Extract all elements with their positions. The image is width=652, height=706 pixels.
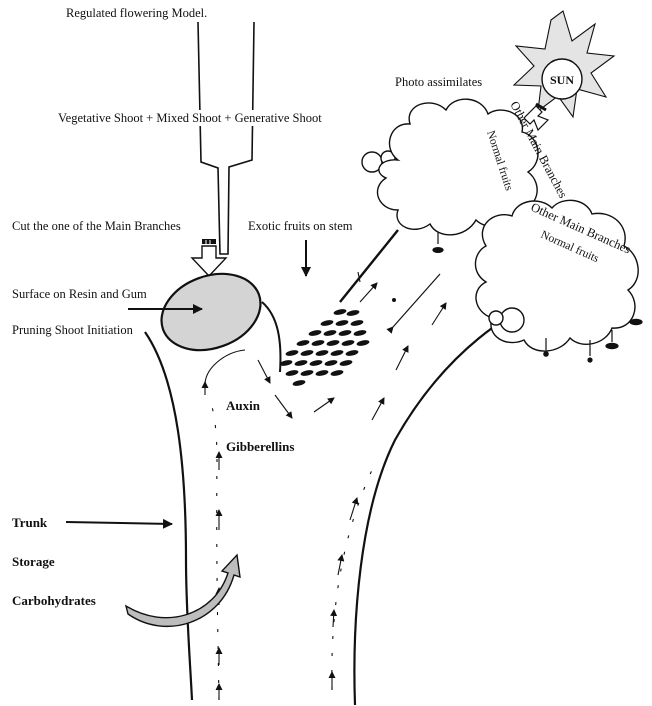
flow-arrow-icon <box>432 303 446 325</box>
diagram-title: Regulated flowering Model. <box>66 6 207 20</box>
flow-arrow-icon <box>396 346 408 370</box>
flow-stream-left <box>208 395 219 700</box>
trunk-left-outline <box>145 332 192 700</box>
flow-arrow-icon <box>393 274 440 327</box>
fruit-icon <box>339 359 353 367</box>
top-stem-outline <box>198 22 254 254</box>
fruit-icon <box>294 359 308 367</box>
fruit-icon <box>630 319 642 324</box>
flow-arrow-icon <box>333 610 334 627</box>
fruit-icon <box>309 359 323 367</box>
carbohydrates-label: Carbohydrates <box>12 593 96 608</box>
flow-stream-right <box>332 470 372 690</box>
flow-arrow-icon <box>258 360 270 383</box>
exotic-fruit-cluster <box>279 308 370 387</box>
fruit-icon <box>346 309 360 317</box>
flow-arrow-icon <box>360 283 377 302</box>
fruit-icon <box>341 339 355 347</box>
fruit-icon <box>285 369 299 377</box>
fruit-icon <box>311 339 325 347</box>
fruit-icon <box>296 339 310 347</box>
flow-curve-upper <box>205 350 245 385</box>
fruit-icon <box>606 343 618 348</box>
trunk-arrow <box>66 522 172 524</box>
trunk-label: Trunk <box>12 515 48 530</box>
fruit-icon <box>323 329 337 337</box>
fruit-icon <box>308 329 322 337</box>
sun-icon: SUN <box>514 11 614 117</box>
flow-arrow-icon <box>275 395 292 418</box>
photo-assimilates-label: Photo assimilates <box>395 75 482 89</box>
fruit-icon <box>330 369 344 377</box>
auxin-label: Auxin <box>226 398 261 413</box>
carbohydrate-transport-arrow-icon <box>126 555 240 626</box>
fruit-icon <box>330 349 344 357</box>
fruit-icon <box>315 369 329 377</box>
fruit-icon <box>300 349 314 357</box>
fruit-icon <box>300 369 314 377</box>
cut-surface <box>151 261 271 364</box>
fruit-icon <box>433 248 443 253</box>
fruit-icon <box>333 308 347 316</box>
fruit-icon <box>338 329 352 337</box>
fruit-icon <box>335 319 349 327</box>
flow-arrow-icon <box>338 555 342 575</box>
fruit-icon <box>285 349 299 357</box>
exotic-fruits-label: Exotic fruits on stem <box>248 219 353 233</box>
fruit-icon <box>356 339 370 347</box>
resin-dot <box>392 298 396 302</box>
flow-arrow-icon <box>372 398 384 420</box>
branch-junction-curve <box>262 302 280 372</box>
surface-resin-label: Surface on Resin and Gum <box>12 287 147 301</box>
fruit-icon <box>353 329 367 337</box>
fruit-icon <box>350 319 364 327</box>
fruit-icon <box>324 359 338 367</box>
flow-arrow-icon <box>314 398 334 412</box>
cut-branch-label: Cut the one of the Main Branches <box>12 219 181 233</box>
fruit-icon <box>345 349 359 357</box>
fruit-icon <box>320 319 334 327</box>
shoots-label: Vegetative Shoot + Mixed Shoot + Generat… <box>58 111 322 125</box>
sun-label: SUN <box>550 73 574 87</box>
flow-arrow-icon <box>350 498 357 520</box>
fruit-icon <box>315 349 329 357</box>
pruning-label: Pruning Shoot Initiation <box>12 323 134 337</box>
gibberellins-label: Gibberellins <box>226 439 294 454</box>
storage-label: Storage <box>12 554 55 569</box>
fruit-icon <box>326 339 340 347</box>
foliage-cloud-icon <box>362 99 538 235</box>
fruit-icon <box>292 379 306 387</box>
